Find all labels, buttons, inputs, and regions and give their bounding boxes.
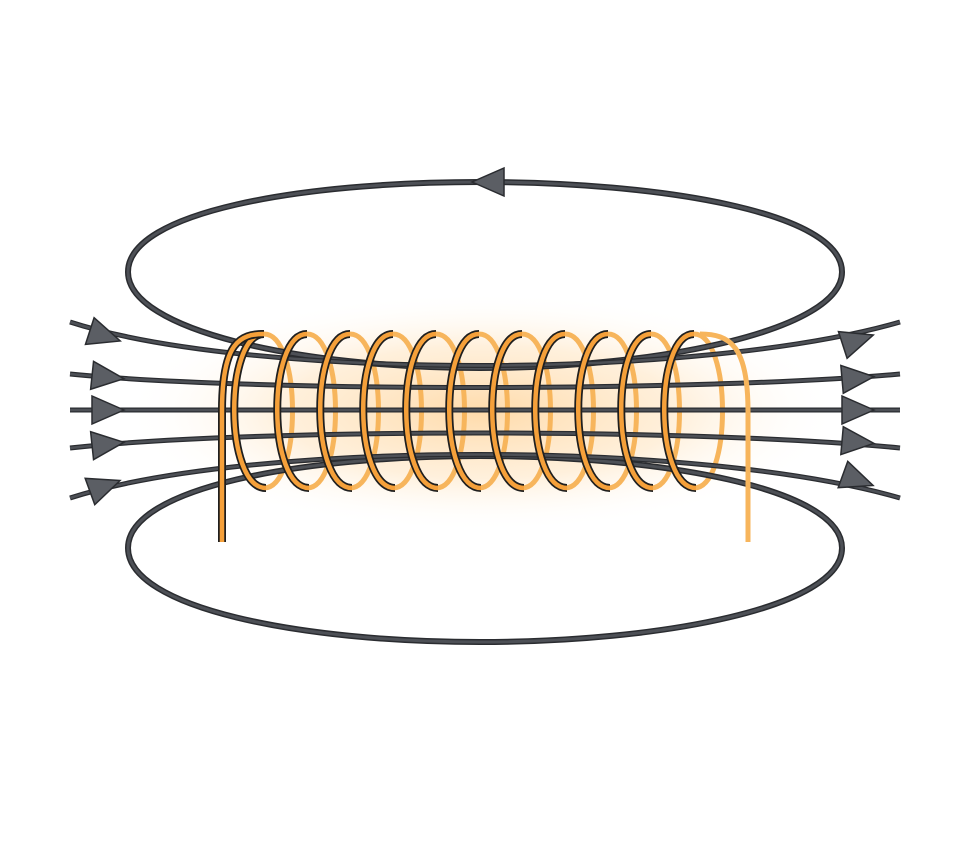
- right-arrow-3: [841, 394, 876, 426]
- right-arrow-1: [837, 330, 875, 360]
- left-arrow-2: [89, 360, 126, 391]
- coil-front-turn: [232, 331, 267, 491]
- coil-front-turn: [662, 331, 697, 491]
- coil-front-turn: [490, 331, 525, 491]
- arrowhead-icon: [837, 460, 875, 489]
- coil-front-turn: [619, 331, 654, 491]
- arrowhead-icon: [837, 330, 875, 360]
- right-lead: [699, 331, 751, 542]
- right-arrow-4: [839, 425, 876, 456]
- arrowhead-icon: [84, 316, 122, 346]
- arrowhead-icon: [91, 394, 126, 426]
- field-arrows: [84, 166, 876, 506]
- arrowhead-icon: [839, 364, 876, 395]
- arrowhead-icon: [89, 360, 126, 391]
- coil-front-turn: [533, 331, 568, 491]
- coil-front-turn: [404, 331, 439, 491]
- arrowhead-icon: [839, 425, 876, 456]
- arrowhead-icon: [841, 394, 876, 426]
- coil-front-turn: [275, 331, 310, 491]
- coil-front-turn: [447, 331, 482, 491]
- left-arrow-4: [89, 430, 126, 461]
- coil-leads: [218, 330, 751, 542]
- field-line-1: [69, 320, 901, 367]
- left-lead: [219, 331, 265, 542]
- arrowhead-icon: [89, 430, 126, 461]
- coil-front-turn: [576, 331, 611, 491]
- coil-front-turn: [361, 331, 396, 491]
- arrowhead-icon: [84, 477, 122, 506]
- field-lines: [69, 319, 901, 501]
- left-arrow-5: [84, 477, 122, 506]
- right-arrow-2: [839, 364, 876, 395]
- upper-field-loop: [126, 180, 844, 370]
- coil-front-windings: [230, 330, 697, 492]
- coil-front-turn: [318, 331, 353, 491]
- field-line-4: [69, 431, 901, 450]
- left-arrow-3: [91, 394, 126, 426]
- upper-loop-arrow: [470, 166, 505, 198]
- left-arrow-1: [84, 316, 122, 346]
- field-line-2: [69, 372, 901, 389]
- field-line-5: [69, 453, 901, 500]
- arrowhead-icon: [470, 166, 505, 198]
- right-arrow-5: [837, 460, 875, 489]
